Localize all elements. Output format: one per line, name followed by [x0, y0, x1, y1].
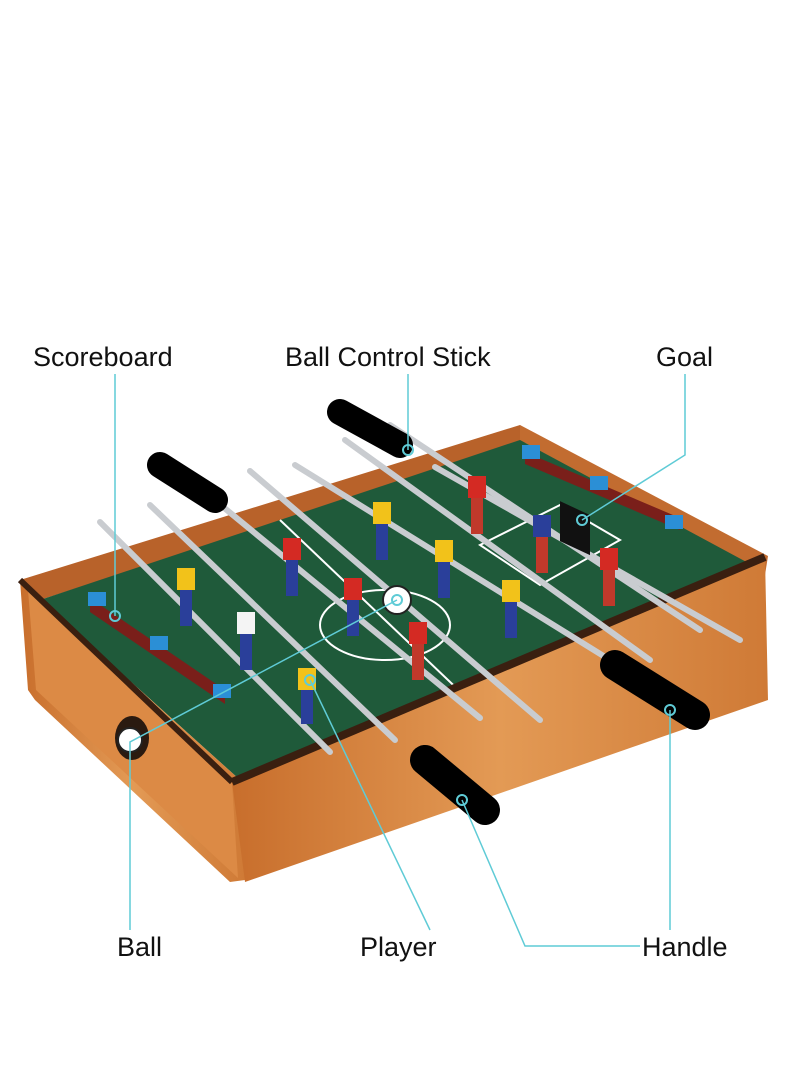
players	[177, 476, 618, 724]
leader-dots	[109, 444, 676, 806]
label-player: Player	[360, 932, 437, 962]
scoreboard-left	[88, 592, 231, 704]
label-ball: Ball	[117, 932, 163, 962]
label-ball-control-stick: Ball Control Stick	[285, 342, 491, 372]
label-handle: Handle	[642, 932, 728, 962]
back-wall	[20, 425, 535, 600]
label-scoreboard: Scoreboard	[33, 342, 173, 372]
handles	[147, 399, 710, 825]
leader-lines	[114, 374, 686, 947]
label-goal: Goal	[656, 342, 714, 372]
front-wall	[232, 557, 768, 882]
scoreboard-right	[522, 445, 683, 530]
right-wall	[520, 425, 768, 575]
